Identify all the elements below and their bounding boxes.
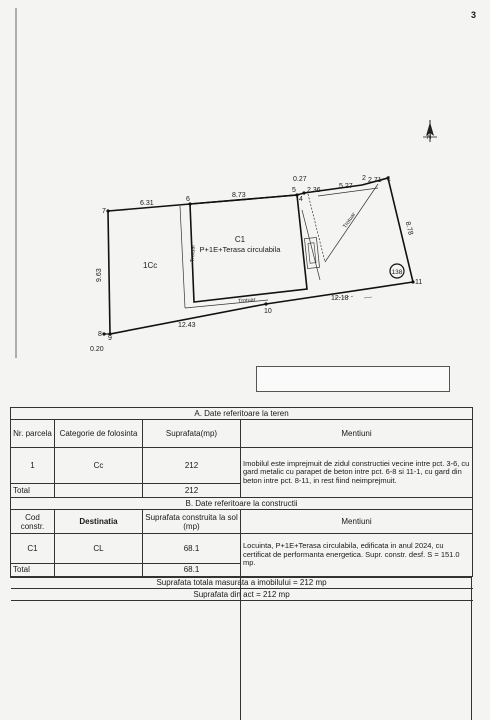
header-suprafata-construita: Suprafata construita la sol (mp) <box>142 509 241 535</box>
header-nr-parcela: Nr. parcela <box>10 419 55 449</box>
page-number: 3 <box>471 10 477 20</box>
distance-1-2: 2.71 <box>368 177 382 184</box>
building-code: C1 <box>235 235 246 244</box>
distance-9-10: 12.43 <box>178 322 196 329</box>
point-11: 11 <box>415 279 422 286</box>
site-plan: N 7 6 5 4 2 1 11 10 8 9 6.31 8.73 0.27 2… <box>15 8 437 358</box>
point-10: 10 <box>264 308 272 315</box>
header-mentiuni-b: Mentiuni <box>239 509 474 535</box>
house-number: 138 <box>392 269 403 276</box>
parcel-mentiuni: Imobilul este imprejmuit de zidul constr… <box>239 447 474 499</box>
point-4: 4 <box>299 196 303 203</box>
data-table: A. Date referitoare la teren Nr. parcela… <box>9 406 474 601</box>
trotuar-label-bottom: Trotuar <box>238 297 256 305</box>
header-categorie: Categorie de folosinta <box>54 419 143 449</box>
point-8: 8 <box>98 331 102 338</box>
north-arrow-icon: N <box>423 120 437 142</box>
summary-act: Suprafata din act = 212 mp <box>10 587 473 601</box>
point-6: 6 <box>186 196 190 203</box>
distance-7-8: 9.63 <box>96 268 103 282</box>
total-a-label: Total <box>10 483 55 499</box>
distance-4-5: 0.27 <box>293 176 307 183</box>
point-9: 9 <box>108 335 112 342</box>
distance-1-11: 8.78 <box>404 221 414 236</box>
constr-mentiuni: Locuinta, P+1E+Terasa circulabila, edifi… <box>239 533 474 577</box>
constr-destinatia: CL <box>54 533 143 565</box>
point-2: 2 <box>362 175 366 182</box>
parcel-nr: 1 <box>10 447 55 485</box>
point-5: 5 <box>292 187 296 194</box>
header-mentiuni: Mentiuni <box>239 419 474 449</box>
distance-10-11: 12.18 <box>331 295 349 302</box>
empty-signature-box <box>256 366 450 392</box>
section-b-title: B. Date referitoare la constructii <box>9 497 474 511</box>
building-description: P+1E+Terasa circulabila <box>200 245 282 254</box>
header-destinatia: Destinatia <box>54 509 143 535</box>
header-cod-constr: Cod constr. <box>10 509 55 535</box>
total-a-value: 212 <box>142 483 241 499</box>
point-7: 7 <box>102 208 106 215</box>
total-b-value: 68.1 <box>142 563 241 577</box>
constr-suprafata: 68.1 <box>142 533 241 565</box>
distance-2-3: 5.27 <box>339 183 353 190</box>
parcel-boundary <box>107 177 414 335</box>
constr-cod: C1 <box>10 533 55 565</box>
trotuar-label-left: Trotuar <box>190 244 197 262</box>
lower-blank-area <box>10 577 472 720</box>
header-suprafata: Suprafata(mp) <box>142 419 241 449</box>
total-b-label: Total <box>10 563 55 577</box>
svg-text:N: N <box>427 135 431 141</box>
parcel-suprafata: 212 <box>142 447 241 485</box>
distance-8-9: 0.20 <box>90 346 104 353</box>
trotuar-label-right: Trotuar <box>342 212 357 230</box>
distance-5-6: 8.73 <box>232 192 246 199</box>
section-a-title: A. Date referitoare la teren <box>9 406 474 421</box>
parcel-code: 1Cc <box>143 261 157 270</box>
parcel-categorie: Cc <box>54 447 143 485</box>
distance-6-7: 6.31 <box>140 200 154 207</box>
building-outline <box>189 194 308 303</box>
house-number-circle <box>389 263 405 279</box>
distance-3-4: 2.36 <box>307 187 321 194</box>
point-1: 1 <box>387 176 391 183</box>
